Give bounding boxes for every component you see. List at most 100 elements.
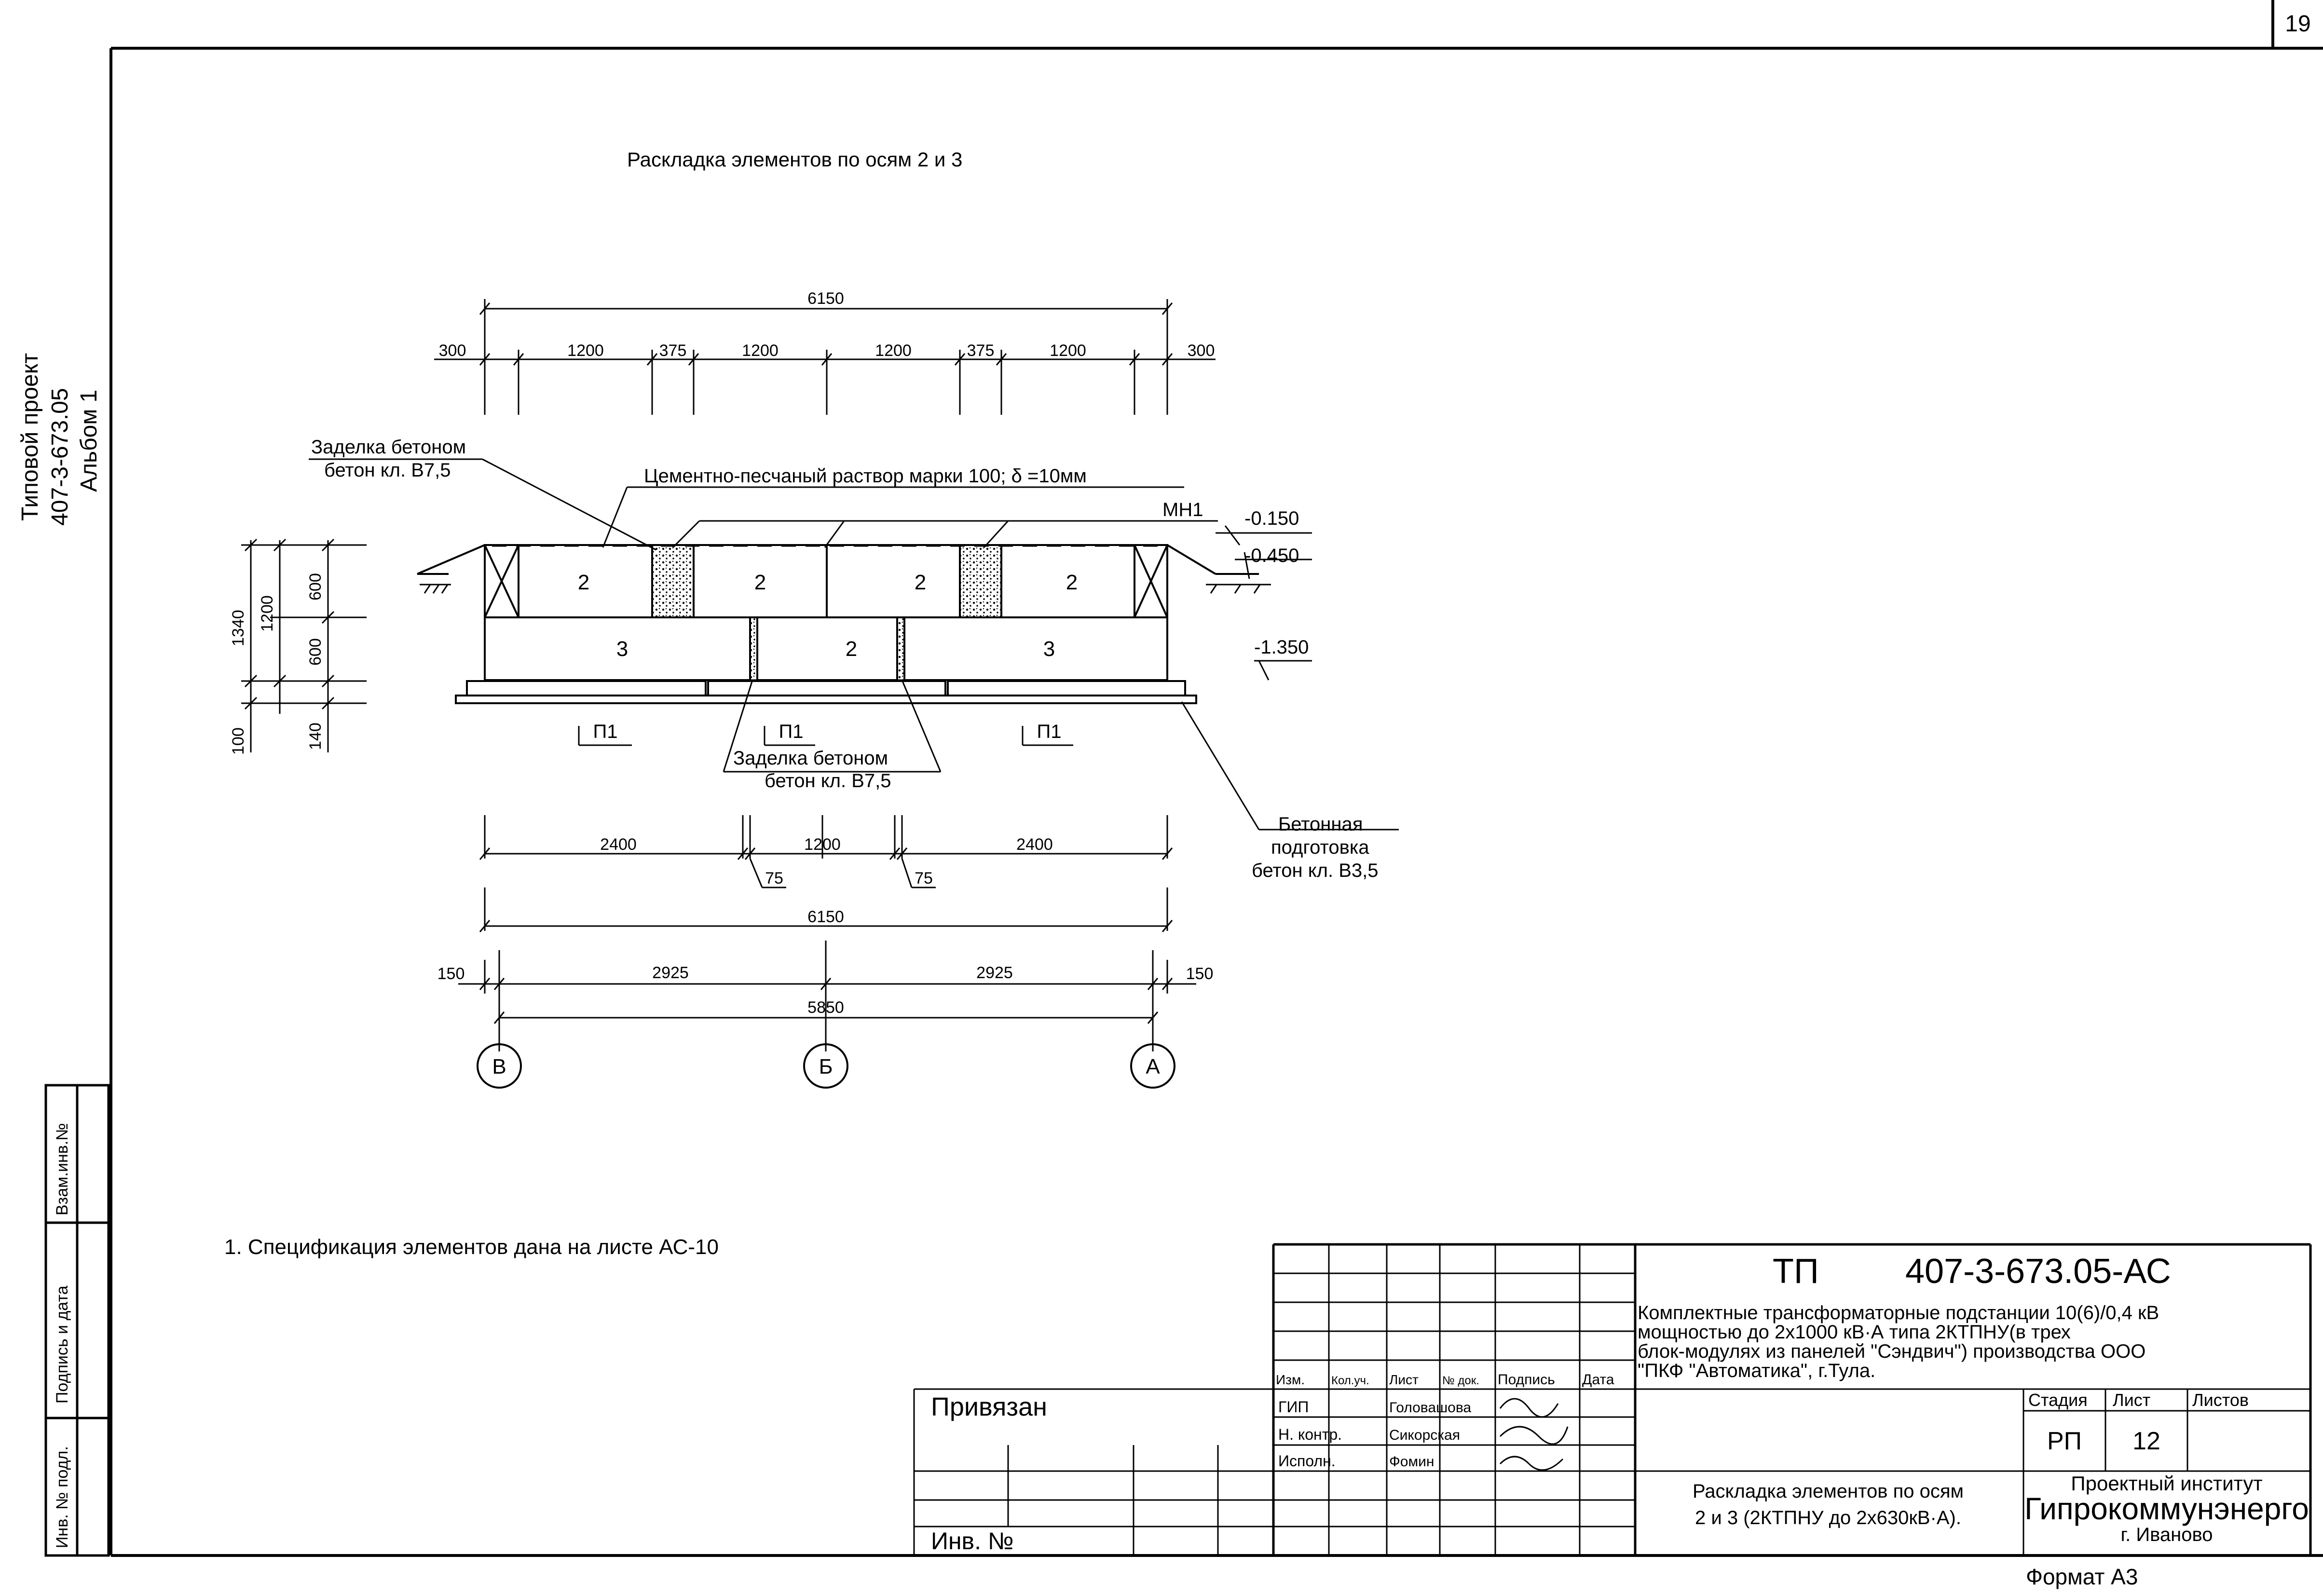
svg-text:Дата: Дата [1582,1372,1614,1388]
svg-text:Лист: Лист [2113,1390,2150,1410]
svg-text:Проектный институт: Проектный институт [2071,1472,2262,1495]
svg-text:Заделка бетоном: Заделка бетоном [311,437,466,458]
svg-text:1200: 1200 [742,341,779,360]
block-2-c: 2 [915,571,926,594]
svg-text:75: 75 [765,869,783,887]
p1-left: П1 [593,721,618,742]
axis-b: Б [819,1055,833,1078]
axis-a: А [1146,1055,1160,1078]
svg-text:-1.350: -1.350 [1254,637,1309,658]
stamp-vzam: Взам.инв.№ [53,1123,71,1215]
page-number: 19 [2285,11,2310,37]
svg-text:375: 375 [967,341,995,360]
svg-text:2925: 2925 [652,964,689,982]
svg-text:Головашова: Головашова [1389,1400,1471,1416]
svg-text:Раскладка элементов по осям: Раскладка элементов по осям [1693,1481,1964,1502]
stamp-signature-date: Подпись и дата [53,1285,71,1404]
block-2-lower: 2 [846,637,857,661]
svg-text:2 и 3 (2КТПНУ до 2х630кВ·А).: 2 и 3 (2КТПНУ до 2х630кВ·А). [1695,1507,1961,1528]
svg-text:Листов: Листов [2192,1390,2249,1410]
svg-text:Бетонная: Бетонная [1278,814,1363,835]
svg-text:Кол.уч.: Кол.уч. [1331,1374,1369,1387]
svg-text:1200: 1200 [567,341,604,360]
svg-text:Комплектные трансформаторные п: Комплектные трансформаторные подстанции … [1638,1302,2159,1323]
bottom-dimensions [458,815,1196,1051]
stage: РП [2047,1427,2082,1455]
top-dimensions [434,299,1216,415]
title-block-text: ТП 407-3-673.05-АС Комплектные трансформ… [931,1252,2309,1555]
svg-text:2400: 2400 [600,835,637,854]
code-prefix: ТП [1773,1252,1819,1291]
axis-v: В [492,1055,506,1078]
sheet-no: 12 [2132,1427,2160,1455]
svg-text:375: 375 [659,341,687,360]
svg-text:6150: 6150 [807,289,844,308]
stamp-inv-no: Инв. № подл. [53,1446,71,1548]
axis-markers: В Б А [477,1043,1175,1089]
svg-text:1200: 1200 [1050,341,1086,360]
svg-text:1340: 1340 [229,610,247,646]
p1-middle: П1 [779,721,804,742]
svg-text:1200: 1200 [258,595,276,632]
svg-text:бетон кл. В7,5: бетон кл. В7,5 [324,460,451,481]
svg-text:100: 100 [229,727,247,755]
margin-project-label: Типовой проект 407-3-673.05 Альбом 1 [17,353,102,526]
svg-text:2400: 2400 [1016,835,1053,854]
block-2-a: 2 [578,571,589,594]
side-stamp: Взам.инв.№ Подпись и дата Инв. № подл. [44,1084,110,1557]
sheet-frame [109,0,2323,1557]
svg-text:Н. контр.: Н. контр. [1278,1426,1342,1443]
svg-text:"ПКФ "Автоматика", г.Тула.: "ПКФ "Автоматика", г.Тула. [1638,1360,1875,1381]
svg-text:№ док.: № док. [1442,1374,1479,1387]
block-2-d: 2 [1066,571,1078,594]
svg-text:бетон кл. В7,5: бетон кл. В7,5 [765,770,891,791]
svg-text:блок-модулях из панелей "Сэндв: блок-модулях из панелей "Сэндвич") произ… [1638,1341,2145,1362]
svg-text:-0.450: -0.450 [1244,545,1299,566]
svg-text:300: 300 [1188,341,1215,360]
svg-text:1200: 1200 [875,341,912,360]
svg-text:мощностью до 2х1000 кВ·А типа: мощностью до 2х1000 кВ·А типа 2КТПНУ(в т… [1638,1322,2071,1343]
annotation-leaders [309,458,1399,831]
svg-text:Заделка бетоном: Заделка бетоном [733,748,888,769]
block-2-b: 2 [754,571,766,594]
svg-text:Лист: Лист [1389,1372,1419,1387]
svg-text:ГИП: ГИП [1278,1398,1309,1416]
svg-text:-0.150: -0.150 [1244,508,1299,529]
svg-text:6150: 6150 [807,908,844,926]
inv-no: Инв. № [931,1528,1014,1555]
left-dimension-labels: 1340 1200 600 600 100 140 [229,573,325,755]
svg-text:2925: 2925 [976,964,1013,982]
annotation-labels: Заделка бетоном бетон кл. В7,5 Цементно-… [311,437,1379,881]
bottom-dimension-labels: 2400 1200 2400 75 75 6150 150 2925 2925 … [437,835,1214,1017]
svg-text:Альбом 1: Альбом 1 [76,390,102,492]
document-code: 407-3-673.05-АС [1905,1252,2171,1291]
svg-text:подготовка: подготовка [1271,837,1369,858]
block-3-right: 3 [1043,637,1055,661]
svg-text:140: 140 [306,723,325,750]
svg-text:Подпись: Подпись [1498,1372,1555,1388]
svg-text:Фомин: Фомин [1389,1454,1434,1470]
svg-text:Гипрокоммунэнерго: Гипрокоммунэнерго [2024,1491,2309,1526]
svg-text:МН1: МН1 [1162,499,1203,520]
privyazan: Привязан [931,1392,1047,1421]
svg-text:407-3-673.05: 407-3-673.05 [47,388,73,526]
svg-text:1200: 1200 [804,835,841,854]
svg-text:г. Иваново: г. Иваново [2120,1524,2213,1545]
svg-text:600: 600 [306,638,325,666]
note-text: 1. Спецификация элементов дана на листе … [224,1235,719,1259]
svg-text:150: 150 [437,965,465,983]
svg-text:Стадия: Стадия [2028,1390,2088,1410]
section-view: 2 2 2 2 3 2 3 [417,544,1259,704]
svg-text:150: 150 [1186,965,1214,983]
signatures [1499,1398,1569,1471]
svg-text:Изм.: Изм. [1276,1372,1305,1387]
svg-text:75: 75 [915,869,933,887]
svg-text:300: 300 [439,341,466,360]
block-3-left: 3 [616,637,628,661]
left-dimensions [241,538,367,752]
p1-right: П1 [1037,721,1062,742]
svg-text:бетон кл. В3,5: бетон кл. В3,5 [1252,860,1379,881]
svg-text:Цементно-песчаный раствор марк: Цементно-песчаный раствор марки 100; δ =… [644,465,1087,487]
svg-text:Типовой проект: Типовой проект [17,353,43,521]
